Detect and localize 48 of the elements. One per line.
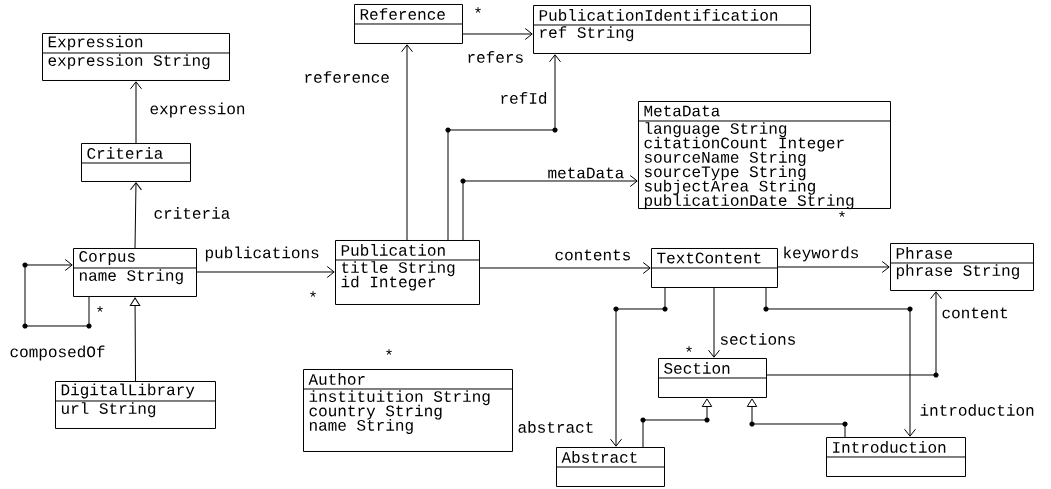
edge-label: introduction [918,403,1036,417]
class-box: Corpus name String [72,248,197,297]
class-box: TextContent [650,248,778,288]
class-box: Author instituition String country String name String [302,369,513,452]
association-arrow [479,262,651,274]
edge-label: refers [465,50,526,64]
association-arrow [763,287,916,437]
generalization-arrow [129,297,141,382]
edge-label: content [940,306,1010,320]
multiplicity-label: * [310,291,316,297]
edge-label: sections [718,332,798,346]
class-box: Abstract [555,447,665,487]
edge-label: refId [498,91,549,105]
class-box: Introduction [825,437,966,477]
class-box: Publication title String id Integer [334,240,480,305]
class-box: DigitalLibrary url String [54,381,216,429]
association-arrow [129,182,142,249]
edge-label: metaData [546,166,626,180]
generalization-arrow [746,398,848,438]
multiplicity-label: * [97,306,103,312]
multiplicity-label: * [386,349,392,355]
class-box: Phrase phrase String [889,243,1034,291]
edge-label: reference [302,70,391,84]
edge-label: expression [148,101,247,119]
association-arrow [130,81,142,144]
association-arrow [462,28,533,40]
association-arrow [460,175,638,241]
edge-label: publications [203,245,321,263]
edge-label: composedOf [8,344,107,362]
association-arrow [22,259,92,329]
association-arrow [766,291,942,378]
association-arrow [401,44,413,241]
class-box: Section [657,358,767,398]
association-arrow [445,54,561,241]
association-arrow [196,266,335,278]
class-box: Reference [353,4,463,44]
association-arrow [777,261,890,273]
association-arrow [708,287,720,358]
edge-label: contents [553,248,633,262]
association-arrow [610,287,668,447]
edge-label: criteria [152,206,232,220]
class-box: Criteria [80,143,191,182]
class-box: Expression expression String [41,33,230,81]
edge-label: keywords [781,245,861,263]
class-box: PublicationIdentification ref String [532,5,811,54]
class-box: MetaData language String citationCount Integer sourceName String sourceType String subjectArea String publicationDate String [637,101,891,210]
generalization-arrow [640,398,713,448]
edge-label: abstract [516,420,596,434]
